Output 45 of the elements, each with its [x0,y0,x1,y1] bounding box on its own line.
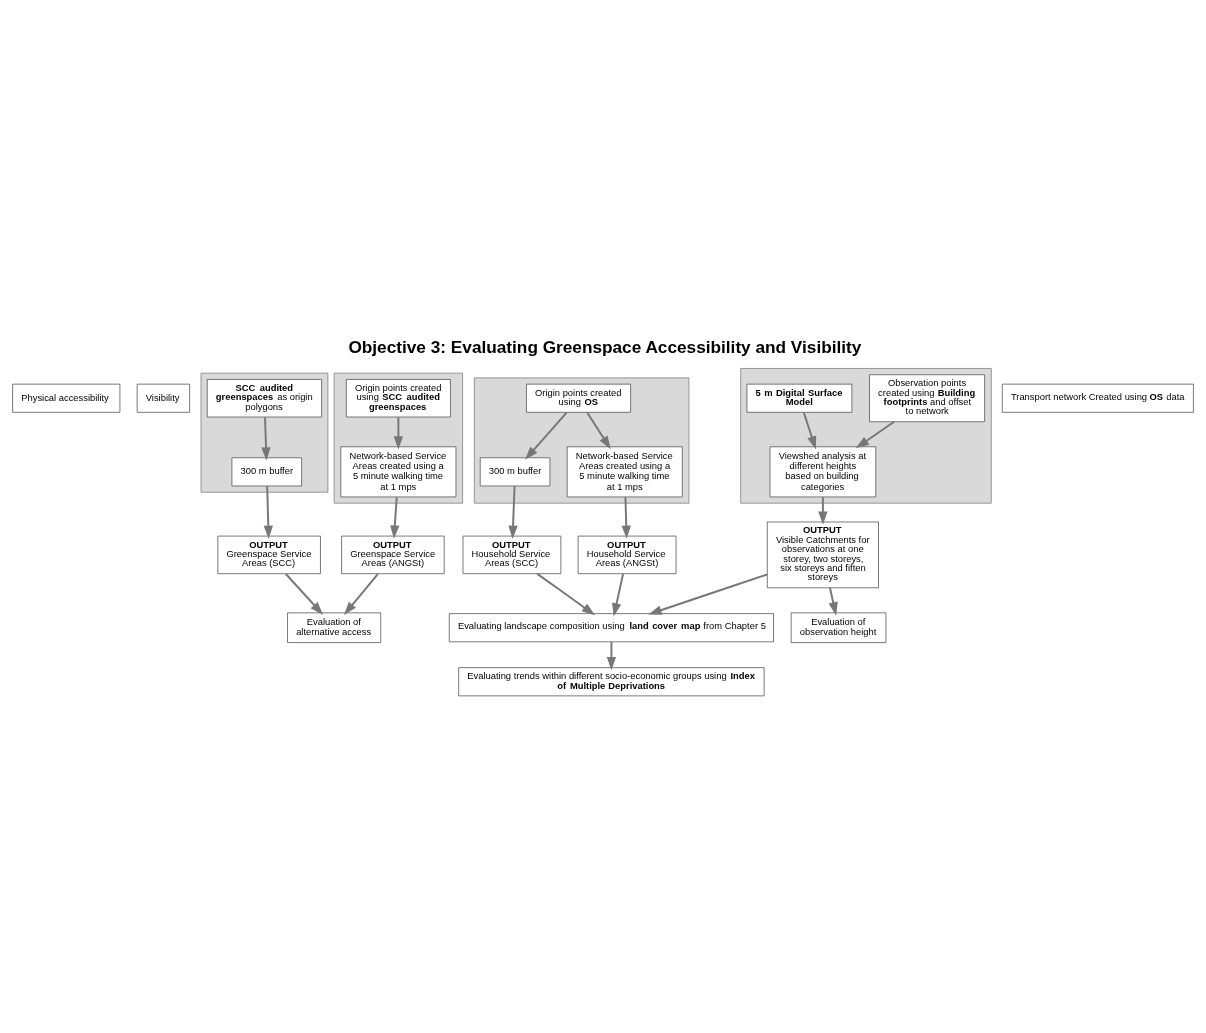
arrow [263,485,273,539]
node-box: Evaluating trends within different socio-economic groups using Index of Multiple Deprivations [458,667,765,697]
arrow [536,572,596,616]
node-box: Observation points created using Building footprints and offset to network [869,374,986,423]
node-box: OUTPUT Greenspace Service Areas (ANGSt) [341,535,445,575]
cluster [473,377,690,504]
node-box: Physical accessibility [12,383,121,413]
cluster [200,372,329,493]
arrow [284,573,324,615]
arrow [261,416,271,461]
arrow [802,411,817,450]
cluster [333,372,463,504]
node-box: SCC audited greenspaces as origin polygons [206,379,322,418]
node-box: Origin points created using SCC audited greenspaces [345,379,451,418]
node-box: Evaluation of observation height [790,612,887,643]
diagram-title: Objective 3: Evaluating Greenspace Accessibility and Visibility [348,337,862,358]
node-box: Visibility [136,383,190,413]
node-box: OUTPUT Household Service Areas (SCC) [462,535,562,575]
arrow [621,496,631,539]
node-box: Viewshed analysis at different heights based on building categories [769,446,877,498]
arrow [508,485,518,539]
node-box: OUTPUT Greenspace Service Areas (SCC) [217,535,321,575]
node-box: OUTPUT Household Service Areas (ANGSt) [577,535,677,575]
arrow [586,411,611,450]
arrow [818,496,828,525]
arrow [393,416,404,450]
cluster [740,368,992,504]
arrow [612,573,625,617]
arrow [344,573,379,615]
arrow [648,573,769,615]
arrow [828,587,838,616]
node-box: OUTPUT Visible Catchments for observations at one storey, two storeys, six storeys and fiften storeys [766,521,879,589]
node-box: Transport network Created using OS data [1001,383,1194,413]
arrow [606,641,617,671]
node-box: 5 m Digital Surface Model [746,383,853,413]
node-box: 300 m buffer [231,457,303,487]
node-box: Origin points created using OS [526,383,631,413]
arrow [390,496,400,539]
arrow [525,411,568,460]
node-box: Network-based Service Areas created using a 5 minute walking time at 1 mps [340,446,457,498]
arrow [855,420,896,449]
node-box: Evaluating landscape composition using land cover map from Chapter 5 [448,613,774,643]
node-box: Evaluation of alternative access [287,612,382,643]
node-box: Network-based Service Areas created using a 5 minute walking time at 1 mps [566,446,683,498]
node-box: 300 m buffer [479,457,551,487]
